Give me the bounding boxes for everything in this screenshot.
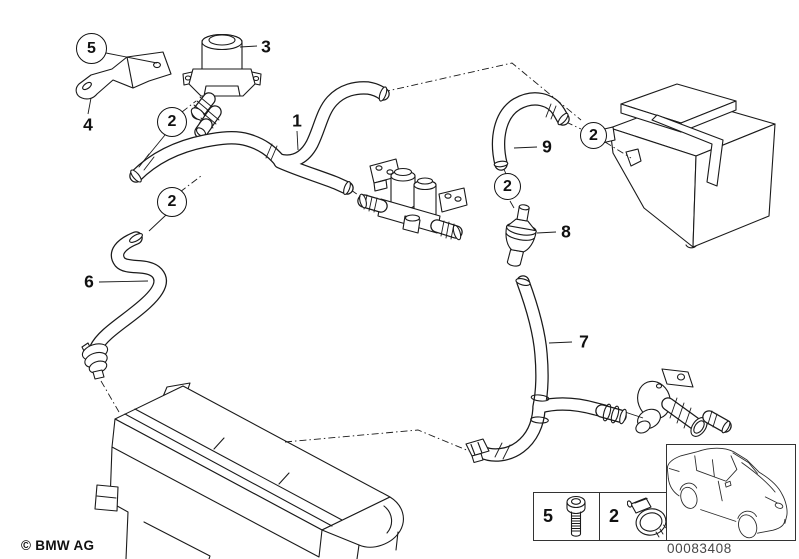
socket-head-screw-icon [566, 495, 586, 537]
legend-label-screw: 5 [543, 506, 554, 526]
callout-circled-2-d: 2 [494, 173, 521, 200]
callout-1: 1 [292, 110, 302, 131]
callout-8: 8 [561, 221, 571, 242]
callout-7: 7 [579, 331, 589, 352]
callout-3: 3 [261, 36, 271, 57]
auxiliary-heater-unit [597, 83, 776, 249]
callout-circled-2-b: 2 [157, 187, 187, 217]
dual-water-valve [357, 158, 468, 241]
engine-valve-cover [94, 382, 404, 559]
diagram-number: 00083408 [667, 541, 732, 556]
leader-lines [87, 45, 644, 419]
engine-hose-connector [81, 342, 109, 380]
quick-connect-fitting [465, 438, 511, 464]
legend-item-clamp: 2 [599, 492, 670, 541]
check-valve-part [505, 204, 537, 267]
callout-circled-2-c: 2 [580, 122, 607, 149]
legend-item-screw: 5 [533, 492, 600, 541]
callout-circled-2-a: 2 [157, 107, 187, 137]
water-valve-part [182, 33, 262, 139]
hose-fittings-and-clamps [81, 86, 627, 464]
hose-6 [89, 231, 167, 355]
copyright-notice: © BMW AG [21, 538, 95, 553]
hose-7 [475, 275, 611, 462]
callout-9: 9 [542, 136, 552, 157]
hose-clamp-icon [627, 496, 670, 537]
auxiliary-water-pump [635, 368, 732, 437]
legend-label-clamp: 2 [609, 506, 620, 526]
hose-1 [129, 81, 390, 195]
mounting-bracket-part [75, 51, 172, 100]
callout-4: 4 [83, 114, 93, 135]
bmw-sedan-outline-icon [666, 447, 788, 539]
hose-9 [491, 92, 570, 171]
vehicle-thumbnail-box [666, 444, 796, 541]
callout-6: 6 [84, 271, 94, 292]
callout-circled-5: 5 [76, 33, 107, 64]
